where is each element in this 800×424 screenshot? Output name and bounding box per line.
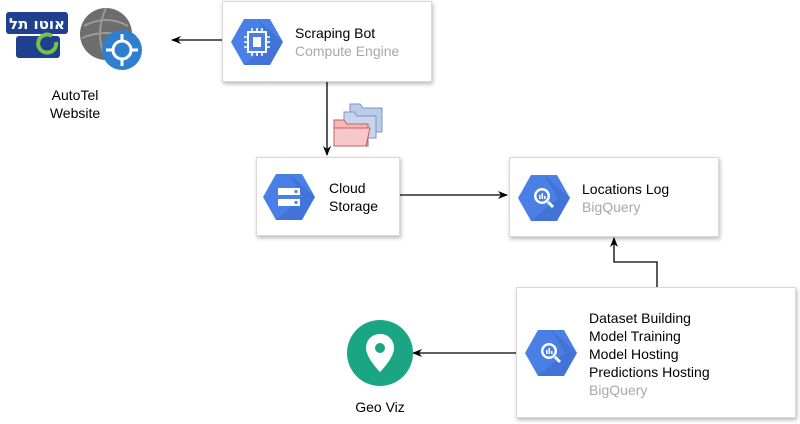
scraping-bot-subtitle: Compute Engine <box>295 43 400 59</box>
autotel-logo-text: אוטו תל <box>9 15 65 33</box>
ml-line-model-hosting: Model Hosting <box>589 346 679 362</box>
geo-viz-caption: Geo Viz <box>355 399 405 415</box>
ml-line-model-training: Model Training <box>589 328 681 344</box>
chip-icon <box>231 19 283 65</box>
edge-ml-to-log <box>610 237 658 287</box>
node-geo-viz[interactable]: Geo Viz <box>330 318 430 418</box>
locations-log-subtitle: BigQuery <box>582 199 641 215</box>
scraping-bot-title: Scraping Bot <box>295 25 376 41</box>
autotel-logo: אוטו תל <box>6 12 68 58</box>
ml-line-dataset-building: Dataset Building <box>589 310 691 326</box>
cloud-storage-line2: Storage <box>329 198 379 214</box>
bigquery-icon <box>525 330 577 376</box>
node-scraping-bot[interactable]: Scraping Bot Compute Engine <box>222 1 432 82</box>
autotel-website: אוטו תל AutoTel Website <box>0 0 160 130</box>
locations-log-title: Locations Log <box>582 181 670 197</box>
ml-block-subtitle: BigQuery <box>589 382 648 398</box>
cloud-storage-line1: Cloud <box>329 180 366 196</box>
storage-icon <box>263 174 315 220</box>
node-locations-log[interactable]: Locations Log BigQuery <box>509 157 719 237</box>
ml-line-predictions-hosting: Predictions Hosting <box>589 364 710 380</box>
map-pin-icon <box>347 320 413 386</box>
autotel-caption-line1: AutoTel <box>51 87 99 103</box>
globe-icon <box>80 7 142 70</box>
bigquery-icon <box>518 175 570 221</box>
node-ml-block[interactable]: Dataset Building Model Training Model Ho… <box>516 287 796 418</box>
folders-icon <box>333 103 383 147</box>
autotel-caption: AutoTel Website <box>30 86 120 122</box>
autotel-caption-line2: Website <box>49 105 101 121</box>
node-cloud-storage[interactable]: Cloud Storage <box>256 157 400 236</box>
